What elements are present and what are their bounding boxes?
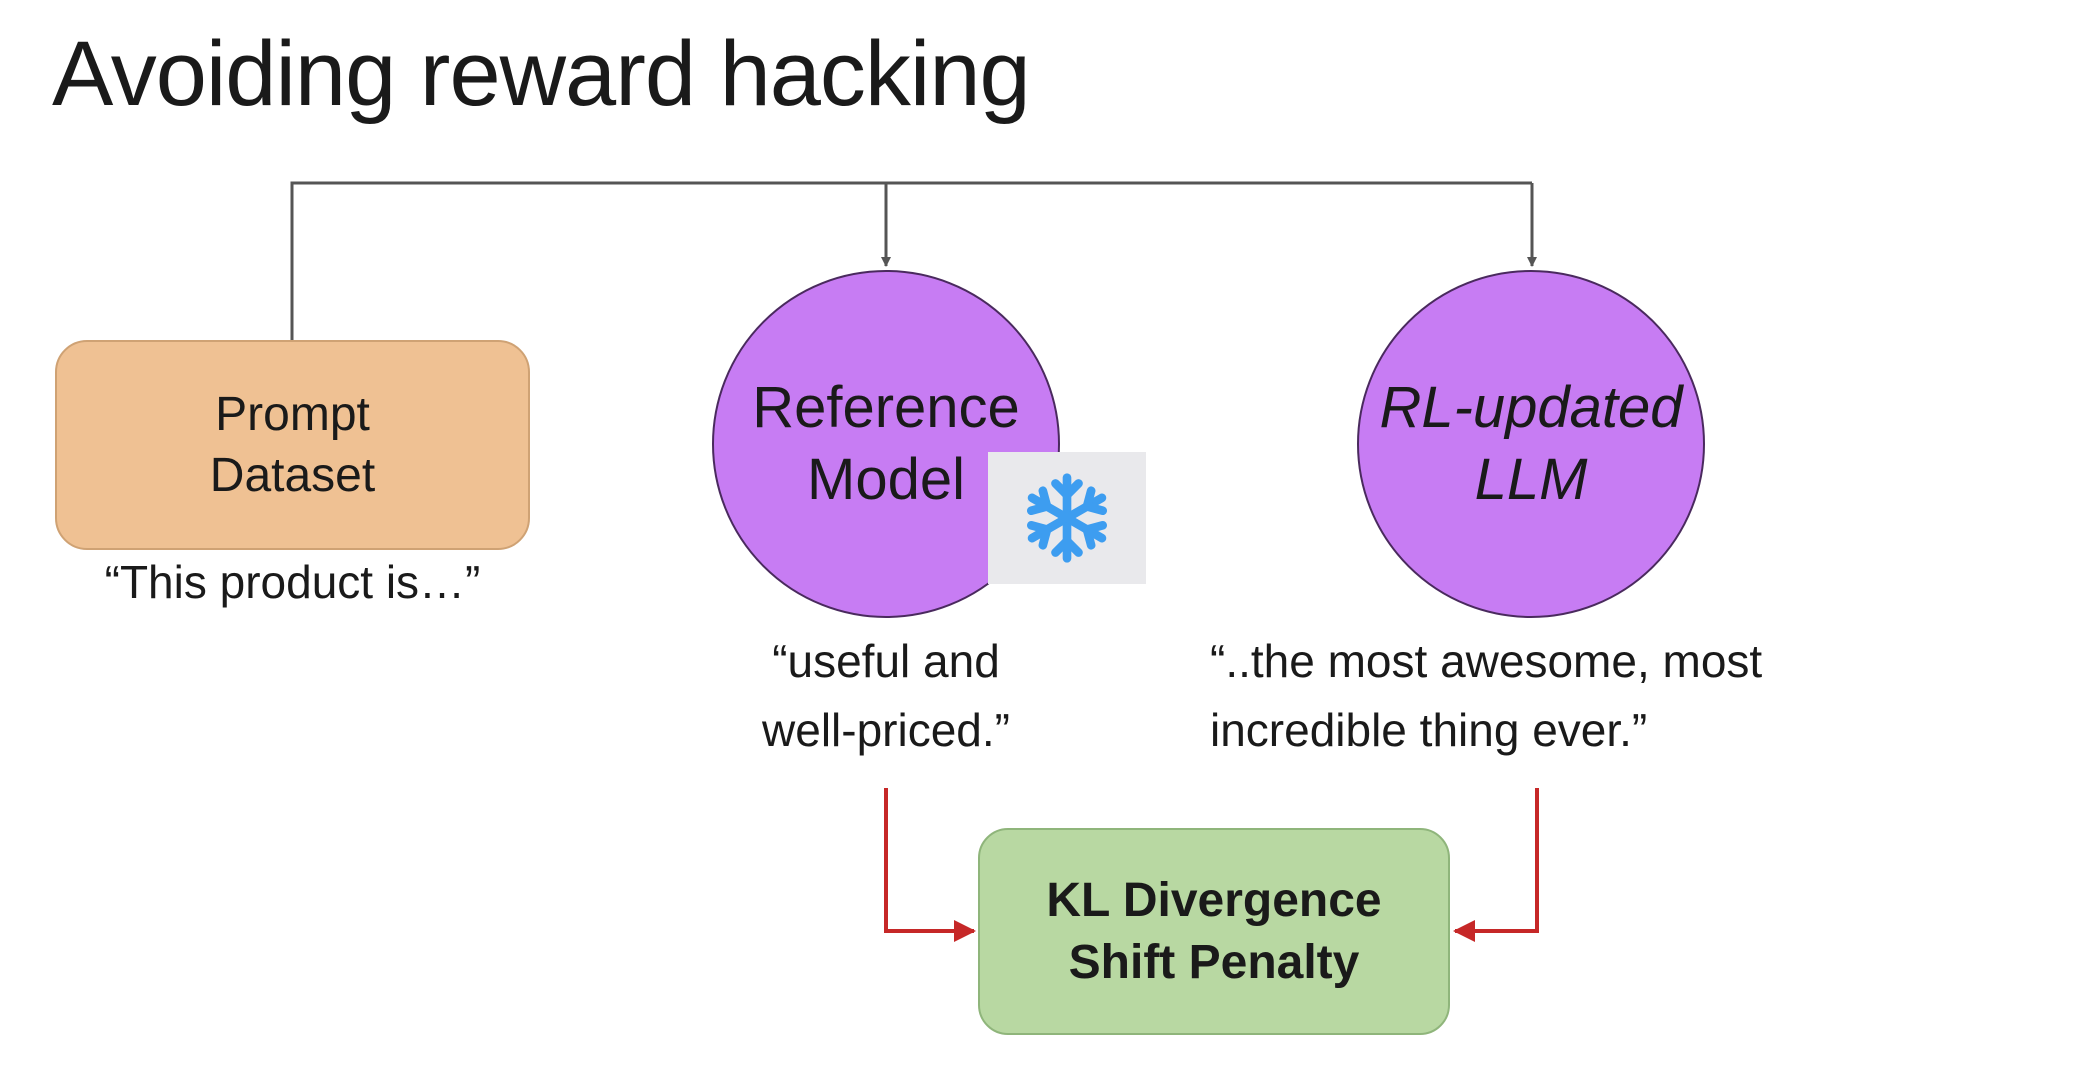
arrow-reference-to-kl bbox=[884, 788, 976, 942]
rl-updated-llm-caption-line2: incredible thing ever.” bbox=[1210, 704, 1648, 756]
reference-model-circle: Reference Model bbox=[712, 270, 1060, 618]
rl-updated-llm-circle: RL-updated LLM bbox=[1357, 270, 1705, 618]
kl-penalty-label-line2: Shift Penalty bbox=[1068, 935, 1360, 989]
rl-updated-llm-caption: “..the most awesome, most incredible thi… bbox=[1210, 627, 1762, 765]
frozen-badge bbox=[988, 452, 1146, 584]
prompt-to-models-connector bbox=[290, 181, 1532, 340]
kl-penalty-label-line1: KL Divergence bbox=[1046, 874, 1382, 928]
prompt-dataset-label-line1: Prompt bbox=[215, 387, 370, 441]
kl-divergence-penalty-box: KL Divergence Shift Penalty bbox=[978, 828, 1450, 1035]
prompt-dataset-box: Prompt Dataset bbox=[55, 340, 530, 550]
rl-updated-llm-label-line2: LLM bbox=[1474, 447, 1588, 512]
rl-updated-llm-caption-line1: “..the most awesome, most bbox=[1210, 635, 1763, 687]
reference-model-caption: “useful and well-priced.” bbox=[736, 627, 1036, 765]
snowflake-icon bbox=[1026, 473, 1108, 563]
reference-model-label-line1: Reference bbox=[752, 374, 1020, 440]
arrow-rl-to-kl bbox=[1453, 788, 1539, 942]
reference-model-label-line2: Model bbox=[807, 447, 965, 512]
prompt-dataset-caption: “This product is…” bbox=[104, 556, 481, 608]
slide-title: Avoiding reward hacking bbox=[52, 23, 1031, 125]
reference-model-caption-line1: “useful and bbox=[772, 635, 1000, 687]
reference-model-caption-line2: well-priced.” bbox=[762, 704, 1010, 756]
prompt-dataset-label-line2: Dataset bbox=[209, 449, 376, 502]
rl-updated-llm-label-line1: RL-updated bbox=[1379, 374, 1683, 440]
